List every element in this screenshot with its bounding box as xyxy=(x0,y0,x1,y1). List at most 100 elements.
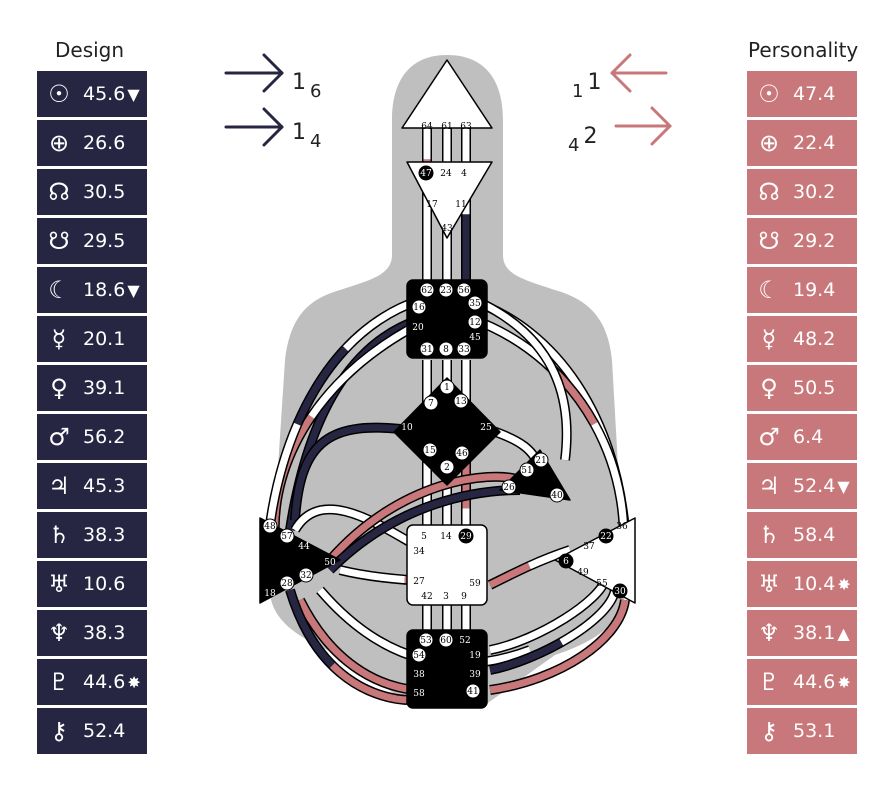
gate-8: 8 xyxy=(438,341,454,357)
gate-label: 60 xyxy=(440,636,452,646)
channel-segment xyxy=(473,316,628,581)
jupiter-icon: ♃ xyxy=(758,472,780,500)
gate-label: 53 xyxy=(420,636,432,646)
gate-40: 40 xyxy=(549,487,565,503)
gate-18: 18 xyxy=(264,589,276,599)
personality-planet-row-uranus: ♅10.4✸ xyxy=(747,561,857,607)
gate-20: 20 xyxy=(412,323,424,333)
gate-33: 33 xyxy=(456,341,472,357)
personality-planet-row-earth: ⊕22.4 xyxy=(747,120,857,166)
channel-segment xyxy=(286,588,411,704)
gate-26: 26 xyxy=(501,479,517,495)
chiron-icon: ⚷ xyxy=(50,717,68,745)
gate-61: 61 xyxy=(441,122,452,132)
gate-label: 57 xyxy=(281,532,293,542)
gate-label: 61 xyxy=(441,122,452,132)
planet-mark: ▼ xyxy=(127,84,140,104)
gate-label: 8 xyxy=(443,345,449,355)
uranus-icon: ♅ xyxy=(758,570,780,598)
gate-label: 2 xyxy=(444,463,450,473)
design-title: Design xyxy=(55,38,125,62)
design-planet-row-venus: ♀39.1 xyxy=(37,365,147,411)
gate-label: 55 xyxy=(596,579,608,589)
earth-icon: ⊕ xyxy=(758,129,780,157)
gate-label: 7 xyxy=(428,399,434,409)
gate-label: 54 xyxy=(413,651,425,661)
uranus-icon: ♅ xyxy=(48,570,70,598)
design-arrow-top-icon xyxy=(224,53,284,93)
gate-label: 63 xyxy=(460,122,472,132)
gate-52: 52 xyxy=(459,636,470,646)
gate-label: 15 xyxy=(424,446,436,456)
personality-planet-row-pluto: ♇44.6✸ xyxy=(747,659,857,705)
gate-label: 45 xyxy=(469,333,481,343)
sun-icon: ☉ xyxy=(758,80,780,108)
channel-segment xyxy=(488,546,572,589)
moon-icon: ☾ xyxy=(48,276,70,304)
planet-value: 38.3 xyxy=(83,524,126,546)
gate-label: 5 xyxy=(421,532,427,542)
channel-segment xyxy=(489,599,629,694)
gate-label: 33 xyxy=(458,345,470,355)
gate-label: 52 xyxy=(459,636,470,646)
gate-21: 21 xyxy=(533,452,549,468)
personality-title: Personality xyxy=(748,38,859,62)
planet-mark: ✸ xyxy=(837,672,851,692)
gate-label: 20 xyxy=(412,323,424,333)
gate-41: 41 xyxy=(465,683,481,699)
gate-10: 10 xyxy=(401,423,413,433)
venus-icon: ♀ xyxy=(50,374,68,402)
gate-55: 55 xyxy=(596,579,608,589)
gate-15: 15 xyxy=(422,442,438,458)
personality-arrow-top-icon xyxy=(610,53,668,93)
gate-43: 43 xyxy=(441,224,453,234)
gate-27: 27 xyxy=(413,577,425,587)
personality-planet-row-venus: ♀50.5 xyxy=(747,365,857,411)
channel-segment xyxy=(489,578,609,654)
gate-57: 57 xyxy=(279,528,295,544)
gate-label: 4 xyxy=(461,169,467,179)
design-planet-row-saturn: ♄38.3 xyxy=(37,512,147,558)
gate-label: 39 xyxy=(469,670,481,680)
planet-value: 38.1 xyxy=(793,622,836,644)
gate-label: 35 xyxy=(469,299,481,309)
planet-mark: ✸ xyxy=(837,574,851,594)
gate-17: 17 xyxy=(426,200,438,210)
design-planet-row-neptune: ♆38.3 xyxy=(37,610,147,656)
gate-label: 11 xyxy=(455,200,466,210)
south-node-icon: ☋ xyxy=(48,227,70,255)
gate-9: 9 xyxy=(461,592,467,602)
planet-value: 47.4 xyxy=(793,83,836,105)
gate-label: 44 xyxy=(298,542,310,552)
channel-segment xyxy=(327,473,522,563)
channel-segment xyxy=(489,589,619,674)
gate-label: 56 xyxy=(458,286,470,296)
pluto-icon: ♇ xyxy=(48,668,70,696)
personality-planet-row-jupiter: ♃52.4▼ xyxy=(747,463,857,509)
channel-segment xyxy=(488,546,572,589)
gate-34: 34 xyxy=(413,547,425,557)
design-planet-row-south-node: ☋29.5 xyxy=(37,218,147,264)
chiron-icon: ⚷ xyxy=(760,717,778,745)
design-planet-row-earth: ⊕26.6 xyxy=(37,120,147,166)
design-planet-row-moon: ☾18.6▼ xyxy=(37,267,147,313)
personality-planet-row-mercury: ☿48.2 xyxy=(747,316,857,362)
gate-51: 51 xyxy=(519,462,535,478)
gate-54: 54 xyxy=(411,647,427,663)
gate-12: 12 xyxy=(467,314,483,330)
mercury-icon: ☿ xyxy=(761,325,777,353)
gate-label: 32 xyxy=(300,571,311,581)
planet-value: 53.1 xyxy=(793,720,836,742)
gate-label: 59 xyxy=(469,579,481,589)
planet-value: 50.5 xyxy=(793,377,836,399)
gate-label: 40 xyxy=(551,491,563,501)
saturn-icon: ♄ xyxy=(758,521,780,549)
gate-label: 42 xyxy=(421,592,432,602)
moon-icon: ☾ xyxy=(758,276,780,304)
gate-label: 12 xyxy=(469,318,480,328)
